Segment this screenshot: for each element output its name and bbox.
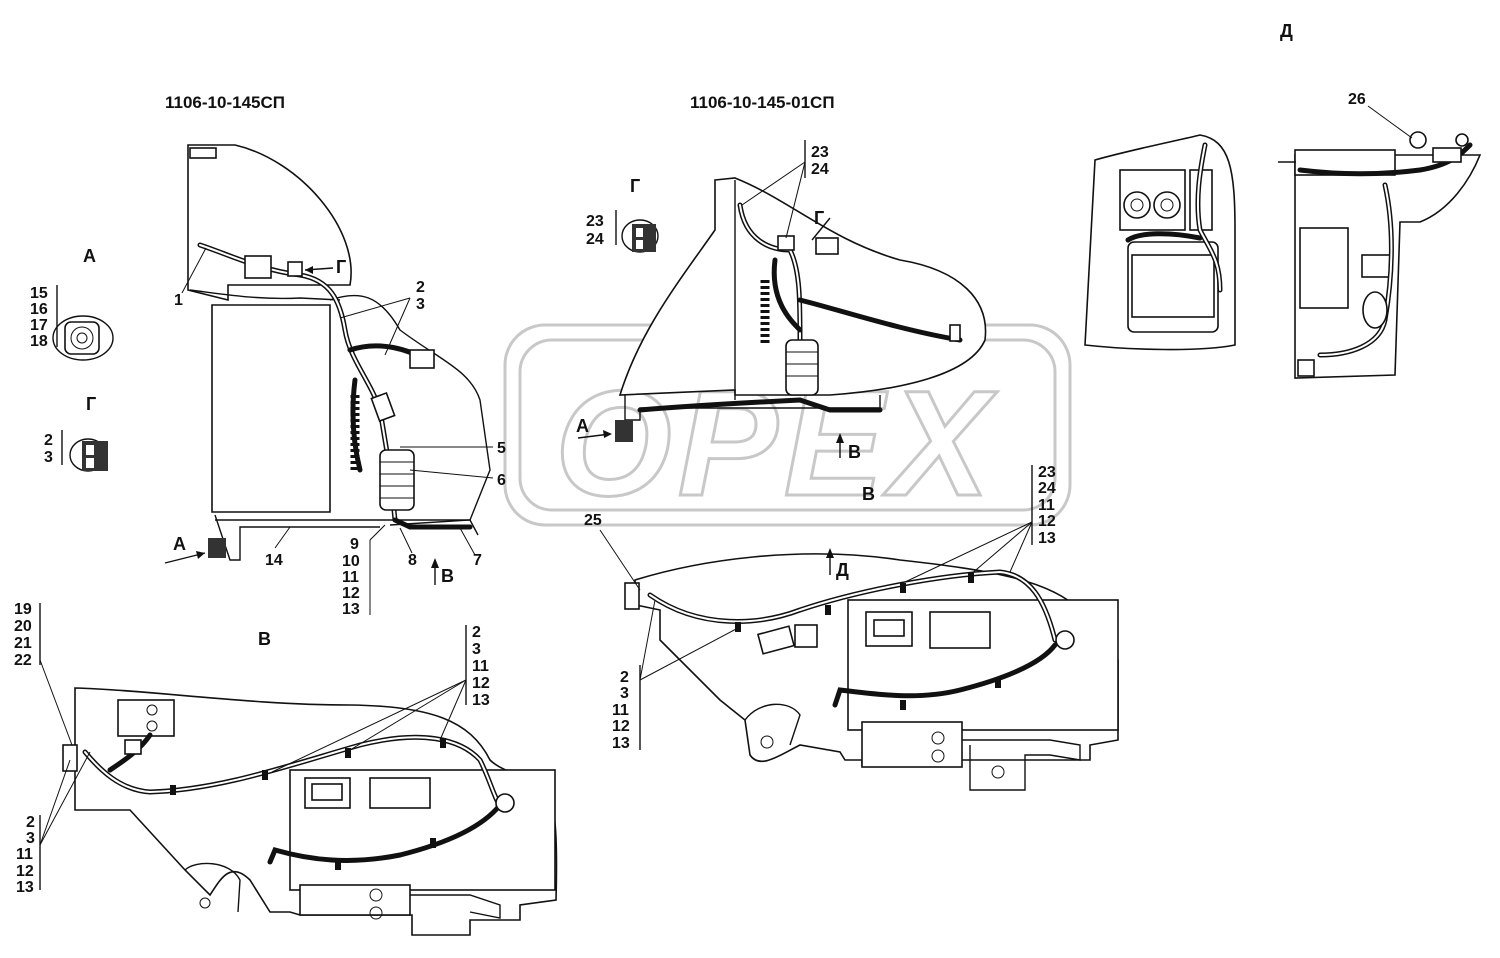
callout-10: 10 xyxy=(342,553,360,570)
callout-bl-3: 3 xyxy=(26,830,35,847)
callout-7: 7 xyxy=(473,552,482,569)
callout-g2-24: 24 xyxy=(586,231,604,248)
right-clamp xyxy=(777,235,795,251)
left-view-a-connector xyxy=(208,538,226,558)
left-connector-top xyxy=(244,255,272,279)
view-d-label: Д xyxy=(1280,21,1293,41)
callout-25: 25 xyxy=(584,512,602,529)
arrow-d-label: Д xyxy=(836,560,849,580)
callout-right-24: 24 xyxy=(811,161,829,178)
callout-left-12: 12 xyxy=(342,585,360,602)
right-arrow-a-label: А xyxy=(576,416,589,436)
right-connector xyxy=(815,237,839,255)
view-d-detail-right: 26 xyxy=(1278,91,1482,379)
callout-8: 8 xyxy=(408,552,417,569)
callout-16: 16 xyxy=(30,301,48,318)
callout-g-3: 3 xyxy=(44,449,53,466)
callout-17: 17 xyxy=(30,317,48,334)
callout-1: 1 xyxy=(174,292,183,309)
callout-vl-2: 2 xyxy=(620,669,629,686)
callout-vr-12: 12 xyxy=(1038,513,1056,530)
view-g-connector: 2 3 xyxy=(44,430,108,472)
callout-vl-11: 11 xyxy=(612,702,629,719)
callout-14: 14 xyxy=(265,552,283,569)
callout-26: 26 xyxy=(1348,91,1366,108)
callout-6: 6 xyxy=(497,472,506,489)
callout-left-11: 11 xyxy=(342,569,359,586)
left-assembly: А Г В 1 2 3 5 6 7 8 14 9 10 11 12 13 xyxy=(164,144,506,618)
view-g2-label: Г xyxy=(630,176,640,196)
right-view-a-connector xyxy=(615,420,633,442)
callout-vl-12: 12 xyxy=(612,718,630,735)
callout-g-2: 2 xyxy=(44,432,53,449)
callout-19: 19 xyxy=(14,601,32,618)
callout-br-2: 2 xyxy=(472,624,481,641)
callout-5: 5 xyxy=(497,440,506,457)
callout-left-3: 3 xyxy=(416,296,425,313)
callout-vl-3: 3 xyxy=(620,685,629,702)
view-v-label: В xyxy=(258,629,271,649)
callout-vr-24: 24 xyxy=(1038,480,1056,497)
assembly-title-right: 1106-10-145-01СП xyxy=(690,93,835,112)
right-arrow-g-label: Г xyxy=(814,208,824,228)
view-v-right-assembly: Д 23 24 11 12 13 25 2 3 11 12 13 xyxy=(584,464,1119,791)
assembly-title-left: 1106-10-145СП xyxy=(165,93,285,112)
callout-br-13: 13 xyxy=(472,692,490,709)
right-boot xyxy=(785,339,819,396)
callout-br-11: 11 xyxy=(472,658,489,675)
view-a-connector: 15 16 17 18 xyxy=(30,285,114,361)
right-assembly: А В Г 23 24 xyxy=(576,140,987,462)
callout-15: 15 xyxy=(30,285,48,302)
view-g2-connector: 23 24 xyxy=(586,210,659,253)
callout-br-12: 12 xyxy=(472,675,490,692)
left-clamp-g xyxy=(287,261,303,277)
callout-9: 9 xyxy=(350,536,359,553)
callout-21: 21 xyxy=(14,635,32,652)
callout-left-13: 13 xyxy=(342,601,360,618)
right-arrow-v-label: В xyxy=(848,442,861,462)
left-connector-mid xyxy=(409,349,435,369)
left-arrow-v-label: В xyxy=(441,566,454,586)
callout-vr-23: 23 xyxy=(1038,464,1056,481)
view-a-label: А xyxy=(83,246,96,266)
callout-bl-13: 13 xyxy=(16,879,34,896)
callout-22: 22 xyxy=(14,652,32,669)
callout-bl-11: 11 xyxy=(16,846,33,863)
view-v2-label: В xyxy=(862,484,875,504)
view-d-detail-left xyxy=(1084,134,1236,351)
callout-right-23: 23 xyxy=(811,144,829,161)
callout-vl-13: 13 xyxy=(612,735,630,752)
callout-br-3: 3 xyxy=(472,641,481,658)
left-arrow-a-label: А xyxy=(173,534,186,554)
callout-20: 20 xyxy=(14,618,32,635)
callout-vr-11: 11 xyxy=(1038,497,1055,514)
callout-bl-12: 12 xyxy=(16,863,34,880)
part-26-plug xyxy=(1409,131,1427,149)
callout-left-2: 2 xyxy=(416,279,425,296)
callout-bl-2: 2 xyxy=(26,814,35,831)
callout-g2-23: 23 xyxy=(586,213,604,230)
left-arrow-g-label: Г xyxy=(336,257,346,277)
left-boot xyxy=(379,449,415,511)
view-g-label: Г xyxy=(86,394,96,414)
view-v-left-assembly: 19 20 21 22 2 3 11 12 13 2 3 11 12 13 xyxy=(14,601,558,936)
callout-18: 18 xyxy=(30,333,48,350)
callout-vr-13: 13 xyxy=(1038,530,1056,547)
